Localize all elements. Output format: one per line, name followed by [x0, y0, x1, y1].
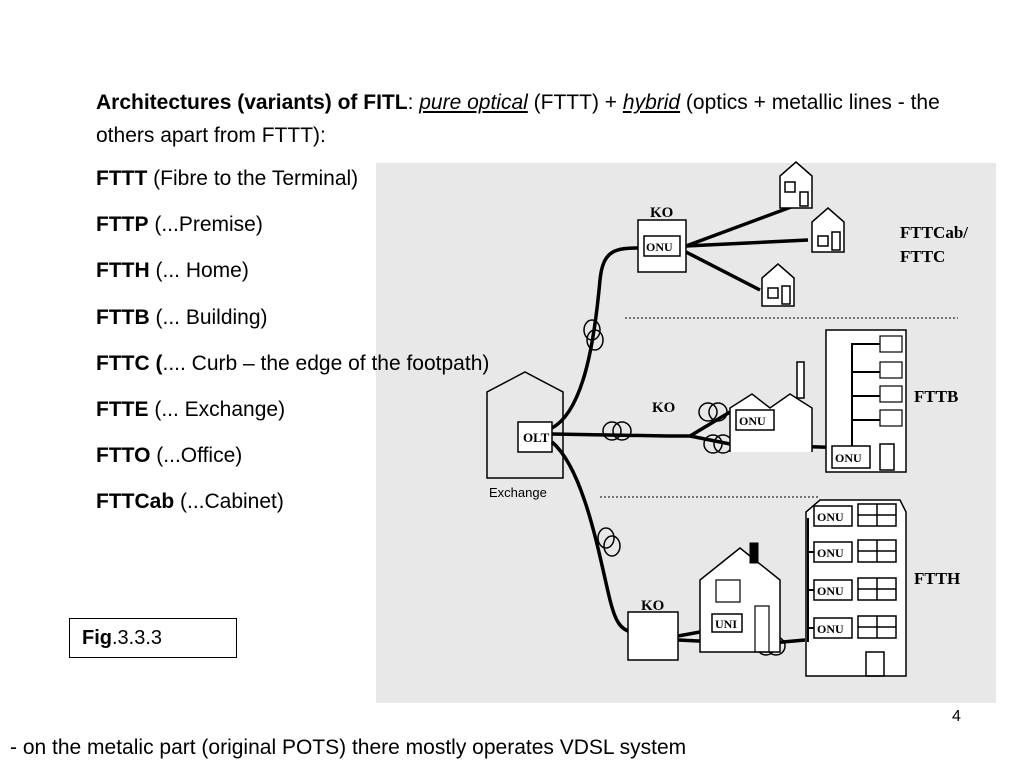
heading-hybrid: hybrid [622, 91, 681, 114]
ko-label-top: KO [650, 205, 673, 221]
ftth-label: FTTH [914, 569, 960, 588]
variant-item: FTTH (... Home) [96, 256, 489, 302]
fibre-to-fttb [551, 432, 669, 438]
variant-desc: (Fibre to the Terminal) [147, 167, 359, 190]
variant-abbr: FTTO [96, 444, 151, 468]
fibre-to-ftth [550, 440, 633, 634]
onu-label-ftth-2: ONU [817, 546, 844, 560]
variant-item: FTTO (...Office) [96, 441, 489, 487]
variant-abbr: FTTCab [96, 490, 175, 514]
olt-box [517, 421, 553, 453]
onu-label-ftth-1: ONU [817, 510, 844, 524]
variant-abbr: FTTH [96, 259, 150, 283]
variant-desc: (...Office) [150, 444, 243, 468]
page-number: 4 [952, 708, 961, 725]
variant-desc: (... Building) [149, 305, 268, 329]
figure-prefix: Fig [82, 627, 112, 649]
onu-label-factory: ONU [739, 414, 766, 428]
onu-label-ftth-3: ONU [817, 584, 844, 598]
variant-item: FTTCab (...Cabinet) [96, 487, 489, 533]
variant-list: FTTT (Fibre to the Terminal) FTTP (...Pr… [96, 164, 489, 534]
variant-desc: (... Exchange) [148, 397, 286, 421]
variant-desc: .... Curb – the edge of the footpath) [162, 351, 490, 375]
onu-label-fttb: ONU [835, 451, 862, 465]
variant-item: FTTE (... Exchange) [96, 395, 489, 441]
variant-item: FTTB (... Building) [96, 303, 489, 349]
ko-label-bottom: KO [641, 598, 664, 614]
uni-label: UNI [715, 617, 737, 631]
slide-heading: Architectures (variants) of FITL: pure o… [96, 86, 976, 152]
olt-label: OLT [523, 430, 550, 445]
variant-item: FTTT (Fibre to the Terminal) [96, 164, 489, 210]
variant-item: FTTP (...Premise) [96, 210, 489, 256]
variant-abbr: FTTC ( [96, 351, 163, 375]
heading-pure-optical: pure optical [419, 91, 528, 114]
heading-title: Architectures (variants) of FITL [96, 91, 408, 114]
variant-desc: (...Cabinet) [174, 490, 284, 514]
exchange-building [486, 371, 564, 479]
ko-cabinet-bottom [627, 611, 679, 661]
ko-label-middle: KO [652, 400, 675, 416]
variant-abbr: FTTT [96, 167, 148, 190]
variant-abbr: FTTE [96, 397, 149, 421]
heading-fttt-part: (FTTT) + [527, 91, 623, 114]
heading-colon: : [407, 91, 420, 114]
onu-label-ftth-4: ONU [817, 622, 844, 636]
fttb-label: FTTB [914, 387, 958, 406]
variant-item: FTTC (.... Curb – the edge of the footpa… [96, 349, 489, 395]
exchange-label: Exchange [489, 485, 547, 500]
figure-number: .3.3.3 [112, 627, 163, 649]
variant-abbr: FTTB [96, 305, 150, 329]
figure-caption-box: Fig.3.3.3 [69, 618, 237, 658]
fttcab-label-line1: FTTCab/ [900, 223, 968, 242]
fibre-to-fttc [551, 246, 641, 430]
fttcab-label-line2: FTTC [900, 247, 945, 266]
variant-abbr: FTTP [96, 213, 149, 237]
variant-desc: (... Home) [149, 259, 249, 283]
onu-label-top: ONU [646, 240, 673, 254]
footer-note: - on the metalic part (original POTS) th… [10, 736, 687, 759]
heading-rest: (optics + metallic lines - the others ap… [96, 91, 940, 147]
variant-desc: (...Premise) [148, 213, 263, 237]
